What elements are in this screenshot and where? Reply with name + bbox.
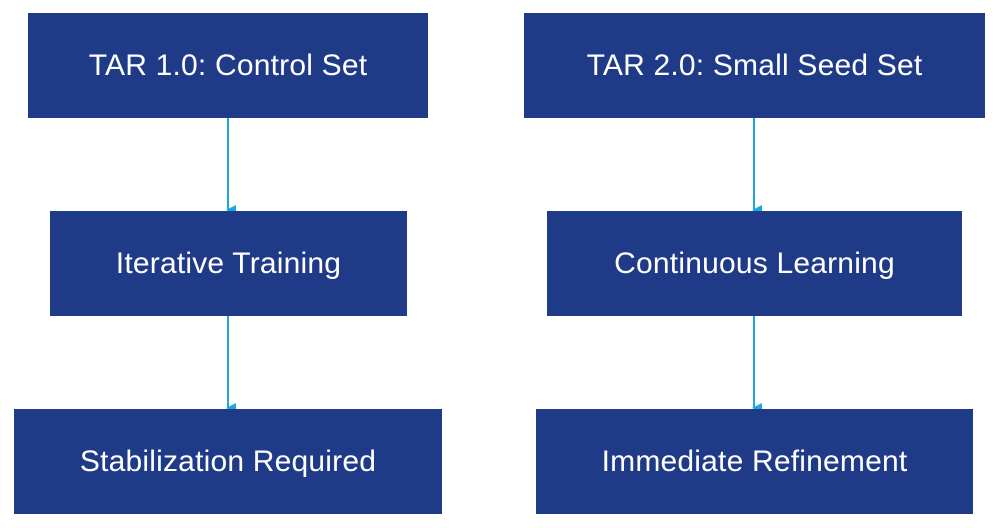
node-label: Iterative Training (115, 246, 342, 280)
node-tar1-control-set: TAR 1.0: Control Set (28, 13, 428, 118)
node-immediate-refinement: Immediate Refinement (536, 409, 973, 514)
node-label: TAR 1.0: Control Set (88, 48, 368, 82)
node-iterative-training: Iterative Training (50, 211, 407, 316)
node-label: Stabilization Required (79, 444, 377, 478)
node-label: Continuous Learning (614, 246, 895, 280)
node-stabilization-required: Stabilization Required (14, 409, 442, 514)
node-continuous-learning: Continuous Learning (547, 211, 962, 316)
node-label: Immediate Refinement (601, 444, 908, 478)
node-tar2-small-seed-set: TAR 2.0: Small Seed Set (524, 13, 985, 118)
node-label: TAR 2.0: Small Seed Set (586, 48, 923, 82)
